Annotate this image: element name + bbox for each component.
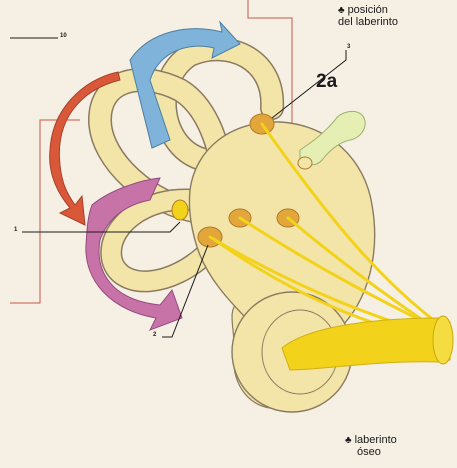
ganglion-small: [298, 157, 312, 169]
label-ref-3: 3: [347, 44, 350, 51]
figure-id-label: 2a: [316, 72, 337, 93]
bottom-caption-line2: óseo: [345, 446, 381, 458]
top-caption: ♣posición del laberinto: [338, 4, 398, 28]
bottom-caption-line1: laberinto: [355, 434, 397, 446]
ganglion-left: [172, 200, 188, 220]
top-caption-line1: posición: [348, 4, 388, 16]
label-ref-2: 2: [153, 332, 156, 339]
top-caption-line2: del laberinto: [338, 16, 398, 28]
label-ref-10: 10: [60, 33, 67, 40]
club-bullet-icon: ♣: [338, 5, 345, 16]
nerve-trunk-end: [433, 316, 453, 364]
bottom-caption: ♣laberinto óseo: [345, 434, 397, 458]
label-ref-1: 1: [14, 227, 17, 234]
club-bullet-icon: ♣: [345, 435, 352, 446]
